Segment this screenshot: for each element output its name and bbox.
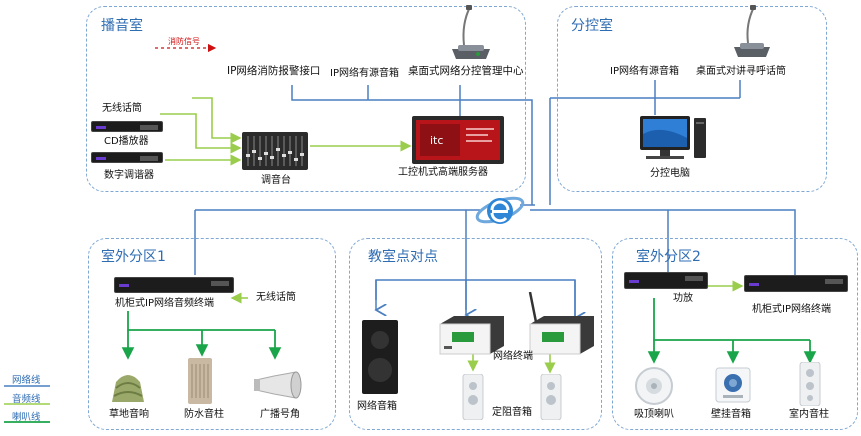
pc-icon [640, 116, 706, 159]
network-lines [194, 80, 796, 318]
network-terminal-icon-a [439, 316, 504, 355]
svg-text:itc: itc [430, 134, 443, 147]
network-ie-icon [475, 196, 525, 224]
horn-label: 广播号角 [260, 409, 300, 420]
audio-lines [160, 97, 744, 374]
indoor-column-label: 室内音柱 [789, 409, 829, 420]
legend-audio-line: 音频线 [12, 394, 41, 405]
lawn-speaker-icon [112, 375, 144, 402]
waterproof-column-icon [188, 358, 212, 404]
mixer-icon [242, 132, 308, 170]
waterproof-column-label: 防水音柱 [184, 409, 224, 420]
network-speaker-icon [362, 320, 398, 394]
zone-title-broadcast-room: 播音室 [101, 18, 143, 34]
fixed-speaker-label: 定阻音箱 [492, 407, 532, 418]
legend-network-line: 网络线 [12, 375, 41, 386]
legend-speaker-line: 喇叭线 [12, 412, 41, 423]
fixed-speaker-icon-a [462, 374, 484, 420]
zone-classroom [349, 238, 602, 430]
network-terminal-icon-b [528, 292, 594, 355]
legend-lines [4, 385, 50, 423]
lawn-speaker-label: 草地音响 [109, 409, 149, 420]
ceiling-speaker-label: 吸顶喇叭 [634, 409, 674, 420]
zone-title-outdoor-1: 室外分区1 [101, 249, 166, 265]
zone-sub-control-room [557, 6, 827, 192]
desktop-control-center-label: 桌面式网络分控管理中心 [408, 65, 524, 77]
amplifier-label: 功放 [673, 293, 693, 304]
server-label: 工控机式高端服务器 [398, 167, 488, 178]
wall-speaker-label: 壁挂音箱 [711, 409, 751, 420]
wireless-mic-receiver-icon [91, 121, 163, 132]
ip-active-speaker-b-label: IP网络有源音箱 [610, 66, 679, 77]
indoor-column-icon [799, 362, 821, 406]
wireless-mic-label: 无线话筒 [102, 103, 142, 114]
pc-label: 分控电脑 [650, 168, 690, 179]
wireless-mic-b-label: 无线话筒 [256, 292, 296, 303]
cd-player-icon [91, 152, 163, 163]
zone-broadcast-room [86, 6, 526, 192]
cd-player-label: CD播放器 [104, 136, 149, 147]
rack-ip-terminal-icon [114, 277, 234, 293]
intercom-mic-icon [734, 5, 770, 57]
rack-ip-terminal-label: 机柜式IP网络音频终端 [115, 298, 214, 309]
fire-signal-label: 消防信号 [168, 37, 200, 46]
intercom-mic-label: 桌面式对讲寻呼话筒 [696, 66, 786, 77]
zone-title-classroom: 教室点对点 [368, 249, 438, 265]
horn-speaker-icon [254, 371, 302, 399]
ceiling-speaker-icon [635, 367, 673, 405]
wall-speaker-icon [715, 367, 751, 403]
server-icon: itc [412, 116, 504, 164]
amplifier-icon [624, 272, 708, 289]
ip-active-speaker-label: IP网络有源音箱 [330, 68, 399, 79]
rack-ip-terminal-2-icon [744, 275, 848, 292]
network-speaker-label: 网络音箱 [357, 401, 397, 412]
rack-ip-terminal-2-label: 机柜式IP网络终端 [752, 304, 831, 315]
zone-outdoor-2 [612, 238, 858, 430]
zone-title-outdoor-2: 室外分区2 [636, 249, 701, 265]
network-terminal-label: 网络终端 [493, 351, 533, 362]
zone-outdoor-1 [88, 238, 336, 430]
speaker-lines [121, 298, 817, 364]
zone-title-sub-control-room: 分控室 [571, 18, 613, 34]
fixed-speaker-icon-b [540, 374, 562, 420]
mixer-label: 调音台 [261, 175, 291, 186]
ip-fire-interface-label: IP网络消防报警接口 [227, 65, 321, 77]
digital-tuner-label: 数字调谐器 [104, 170, 154, 181]
desktop-mic-icon [452, 5, 490, 59]
